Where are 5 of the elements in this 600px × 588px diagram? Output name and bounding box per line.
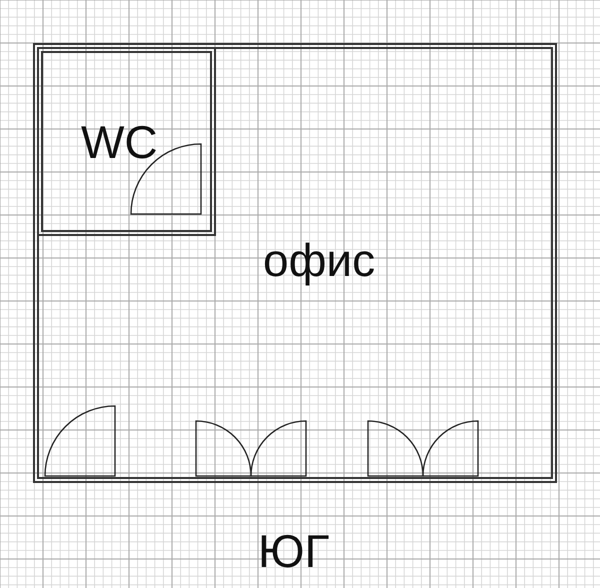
room-label: WC [81,119,158,165]
direction-label: ЮГ [258,528,330,574]
wc-room [37,47,216,236]
room-label: офис [263,237,376,283]
office-room [33,43,557,483]
